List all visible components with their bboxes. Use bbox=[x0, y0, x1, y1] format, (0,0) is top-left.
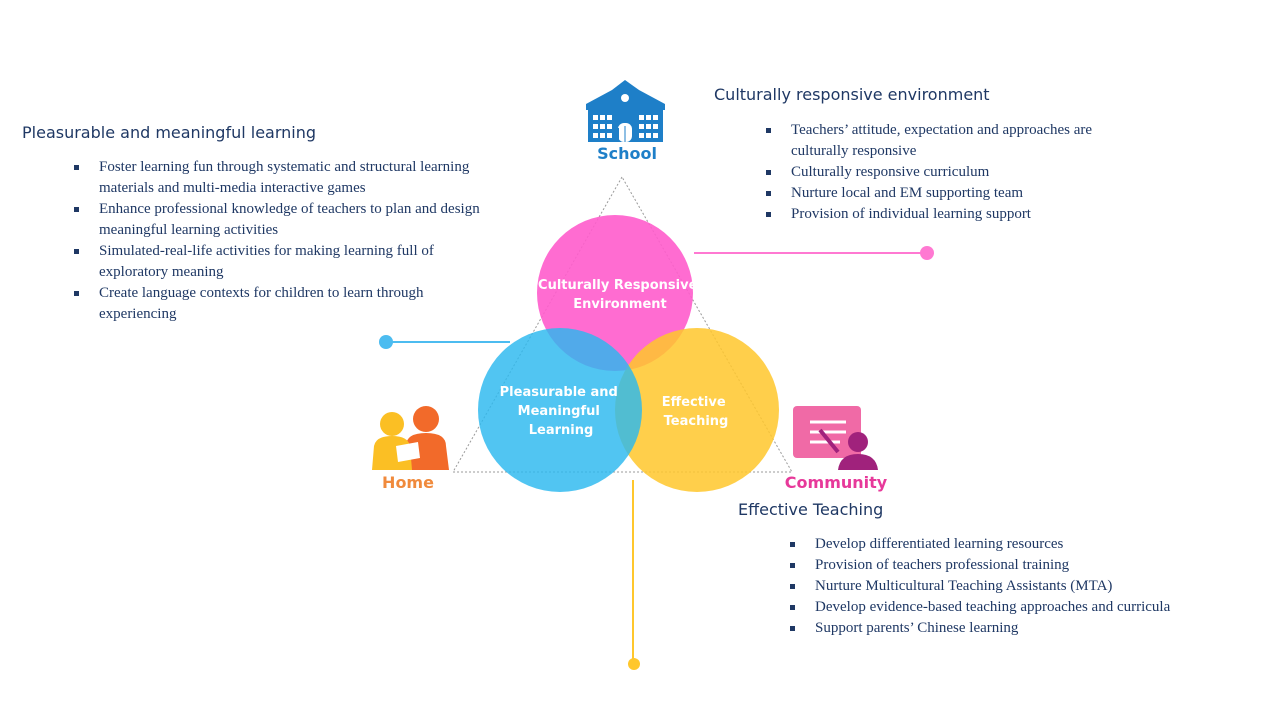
circle-label-top: Culturally Responsive Environment bbox=[538, 278, 702, 312]
list-item: Develop evidence-based teaching approach… bbox=[786, 597, 1176, 618]
connector-dot-pink bbox=[920, 246, 934, 260]
triangle-outline bbox=[452, 175, 793, 473]
circle-pleasurable-learning bbox=[478, 328, 642, 492]
list-item: Culturally responsive curriculum bbox=[762, 162, 1152, 183]
culturally-responsive-title: Culturally responsive environment bbox=[714, 85, 990, 104]
teacher-at-board-icon bbox=[793, 406, 878, 470]
list-item: Enhance professional knowledge of teache… bbox=[70, 199, 485, 241]
circle-label-left-line-3: Learning bbox=[529, 423, 594, 438]
list-item: Simulated-real-life activities for makin… bbox=[70, 241, 485, 283]
circle-effective-teaching bbox=[615, 328, 779, 492]
list-item: Provision of individual learning support bbox=[762, 204, 1152, 225]
school-building-icon bbox=[586, 80, 665, 142]
circle-label-left-line-1: Pleasurable and bbox=[500, 385, 618, 400]
list-item: Create language contexts for children to… bbox=[70, 283, 485, 325]
list-item: Provision of teachers professional train… bbox=[786, 555, 1176, 576]
list-item: Develop differentiated learning resource… bbox=[786, 534, 1176, 555]
circle-label-right-line-2: Teaching bbox=[664, 414, 729, 429]
pleasurable-learning-list: Foster learning fun through systematic a… bbox=[70, 157, 485, 325]
school-label: School bbox=[597, 144, 657, 163]
circle-label-top-line-2: Environment bbox=[573, 297, 667, 312]
circle-label-top-line-1: Culturally Responsive bbox=[538, 278, 698, 293]
effective-teaching-list: Develop differentiated learning resource… bbox=[786, 534, 1176, 639]
culturally-responsive-list: Teachers’ attitude, expectation and appr… bbox=[762, 120, 1152, 225]
list-item: Nurture local and EM supporting team bbox=[762, 183, 1152, 204]
effective-teaching-title: Effective Teaching bbox=[738, 500, 884, 519]
pleasurable-learning-title: Pleasurable and meaningful learning bbox=[22, 123, 317, 142]
connector-dot-yellow bbox=[628, 658, 640, 670]
connector-dot-blue bbox=[379, 335, 393, 349]
circle-label-right: Effective Teaching bbox=[662, 395, 730, 429]
parent-and-child-icon bbox=[372, 406, 449, 470]
circle-label-left: Pleasurable and Meaningful Learning bbox=[500, 385, 623, 438]
list-item: Foster learning fun through systematic a… bbox=[70, 157, 485, 199]
circle-label-left-line-2: Meaningful bbox=[518, 404, 600, 419]
list-item: Teachers’ attitude, expectation and appr… bbox=[762, 120, 1152, 162]
home-label: Home bbox=[382, 473, 434, 492]
community-label: Community bbox=[785, 473, 888, 492]
circle-label-right-line-1: Effective bbox=[662, 395, 726, 410]
list-item: Support parents’ Chinese learning bbox=[786, 618, 1176, 639]
list-item: Nurture Multicultural Teaching Assistant… bbox=[786, 576, 1176, 597]
